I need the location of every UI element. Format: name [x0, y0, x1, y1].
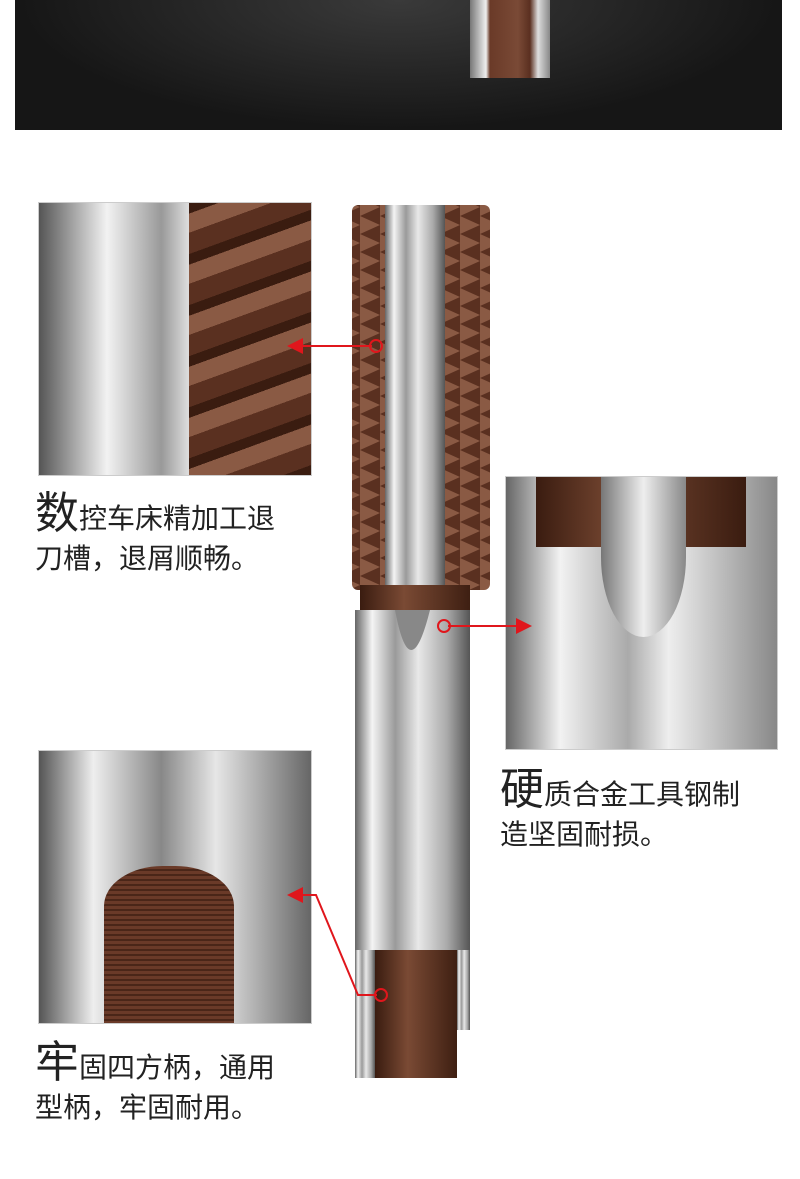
- arrow-left-icon: [287, 887, 303, 903]
- caption-lead-char: 数: [35, 488, 79, 539]
- caption-text-line2: 造坚固耐损。: [500, 818, 669, 851]
- caption-text: 质合金工具钢制: [544, 778, 741, 811]
- square-shank-closeup: [38, 750, 312, 1024]
- feature-caption-thread: 数控车床精加工退 刀槽，退屑顺畅。: [35, 492, 276, 579]
- tap-shank: [355, 610, 470, 950]
- flute-closeup: [505, 476, 778, 750]
- caption-lead-char: 牢: [35, 1037, 79, 1088]
- square-drive-face: [104, 866, 234, 1023]
- tap-shank-closeup: [470, 0, 550, 78]
- top-banner: [15, 0, 782, 130]
- tap-square-drive: [375, 950, 457, 1078]
- callout-marker-flute: [437, 619, 451, 633]
- tap-flute-end: [395, 610, 430, 650]
- caption-text-line2: 刀槽，退屑顺畅。: [35, 542, 260, 575]
- arrow-left-icon: [287, 338, 303, 354]
- arrow-right-icon: [516, 618, 532, 634]
- tap-square-edge: [355, 950, 375, 1078]
- callout-marker-shank: [374, 988, 388, 1002]
- caption-lead-char: 硬: [500, 764, 544, 815]
- tap-neck-band: [360, 585, 470, 610]
- callout-marker-thread: [369, 339, 383, 353]
- feature-caption-shank: 牢固四方柄，通用 型柄，牢固耐用。: [35, 1041, 276, 1128]
- callout-line-shank: [300, 894, 377, 996]
- feature-caption-material: 硬质合金工具钢制 造坚固耐损。: [500, 768, 741, 855]
- caption-text: 控车床精加工退: [79, 502, 276, 535]
- flute-groove: [601, 477, 686, 637]
- thread-closeup: [38, 202, 312, 476]
- thread-teeth: [189, 203, 311, 475]
- tap-square-edge: [457, 950, 470, 1030]
- caption-text: 固四方柄，通用: [79, 1051, 276, 1084]
- caption-text-line2: 型柄，牢固耐用。: [35, 1091, 260, 1124]
- tap-body: [352, 205, 490, 1078]
